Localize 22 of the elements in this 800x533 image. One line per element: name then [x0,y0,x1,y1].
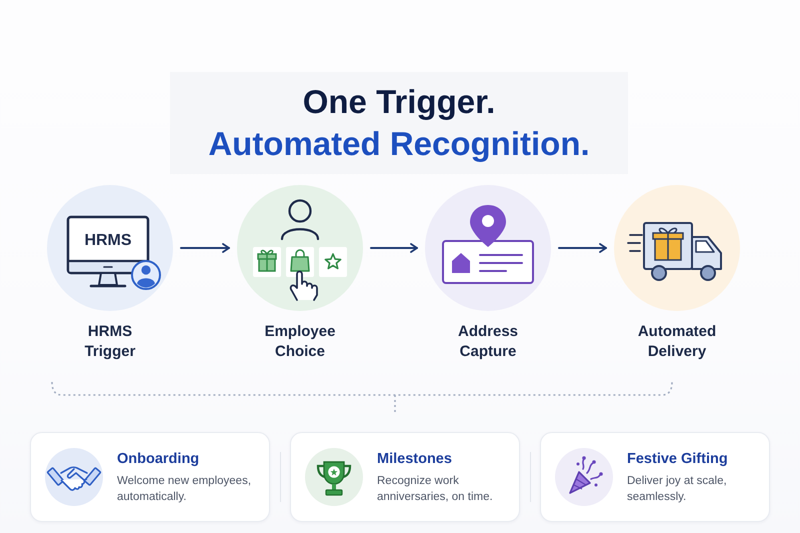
card-text: Deliver joy at scale, seamlessly. [627,474,728,504]
screen-text: HRMS [83,232,133,250]
process-step [425,185,551,362]
arrow [558,243,607,253]
use-case-card [30,432,270,522]
process-step [47,185,173,362]
title: One Trigger. [302,82,496,122]
step-label: HRMS Trigger [84,322,136,362]
arrow [370,243,418,253]
card-title: Onboarding [117,450,200,468]
card-text: Recognize work anniversaries, on time. [377,474,494,504]
step-label: Automated Delivery [636,322,718,362]
use-case-card [540,432,770,522]
card-title: Festive Gifting [627,450,729,468]
use-case-card [290,432,520,522]
step-label: Address Capture [456,322,520,362]
arrow [180,243,230,253]
card-text: Welcome new employees, automatically. [117,474,252,504]
process-step [614,185,740,362]
subtitle: Automated Recognition. [208,124,590,164]
card-title: Milestones [377,450,453,468]
step-label: Employee Choice [264,322,336,362]
